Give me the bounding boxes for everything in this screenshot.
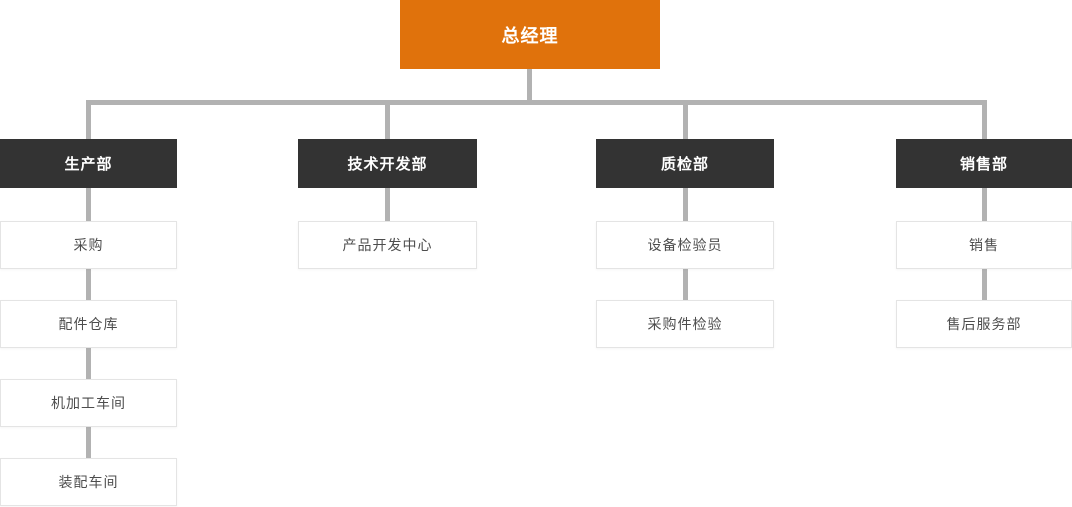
org-node-child: 设备检验员: [596, 221, 774, 269]
org-node-label: 配件仓库: [58, 316, 119, 332]
org-node-root: 总经理: [400, 0, 660, 69]
org-node-child: 采购: [0, 221, 177, 269]
org-node-dept-quality: 质检部: [596, 139, 774, 188]
org-node-label: 技术开发部: [347, 156, 428, 173]
org-node-label: 质检部: [660, 156, 709, 173]
org-node-label: 销售部: [959, 156, 1008, 173]
org-node-label: 机加工车间: [51, 395, 126, 411]
org-node-label: 设备检验员: [647, 237, 723, 253]
connector-col-quality: [683, 100, 688, 300]
org-node-label: 采购: [73, 237, 104, 253]
org-node-child: 销售: [896, 221, 1072, 269]
org-node-dept-production: 生产部: [0, 139, 177, 188]
org-node-child: 机加工车间: [0, 379, 177, 427]
org-node-child: 售后服务部: [896, 300, 1072, 348]
org-node-dept-development: 技术开发部: [298, 139, 477, 188]
connector-col-sales: [982, 100, 987, 300]
org-node-child: 配件仓库: [0, 300, 177, 348]
org-node-child: 采购件检验: [596, 300, 774, 348]
org-node-label: 销售: [969, 237, 999, 253]
org-node-label: 装配车间: [58, 474, 119, 490]
org-node-child: 装配车间: [0, 458, 177, 506]
org-node-label: 售后服务部: [946, 316, 1022, 332]
connector-horizontal-bar: [86, 100, 987, 105]
connector-col-production: [86, 100, 91, 458]
connector-root-stem: [527, 69, 532, 102]
org-node-root-label: 总经理: [501, 25, 559, 46]
org-node-dept-sales: 销售部: [896, 139, 1072, 188]
org-node-label: 产品开发中心: [342, 237, 433, 253]
org-node-label: 生产部: [64, 156, 113, 173]
org-node-child: 产品开发中心: [298, 221, 477, 269]
org-node-label: 采购件检验: [647, 316, 723, 332]
